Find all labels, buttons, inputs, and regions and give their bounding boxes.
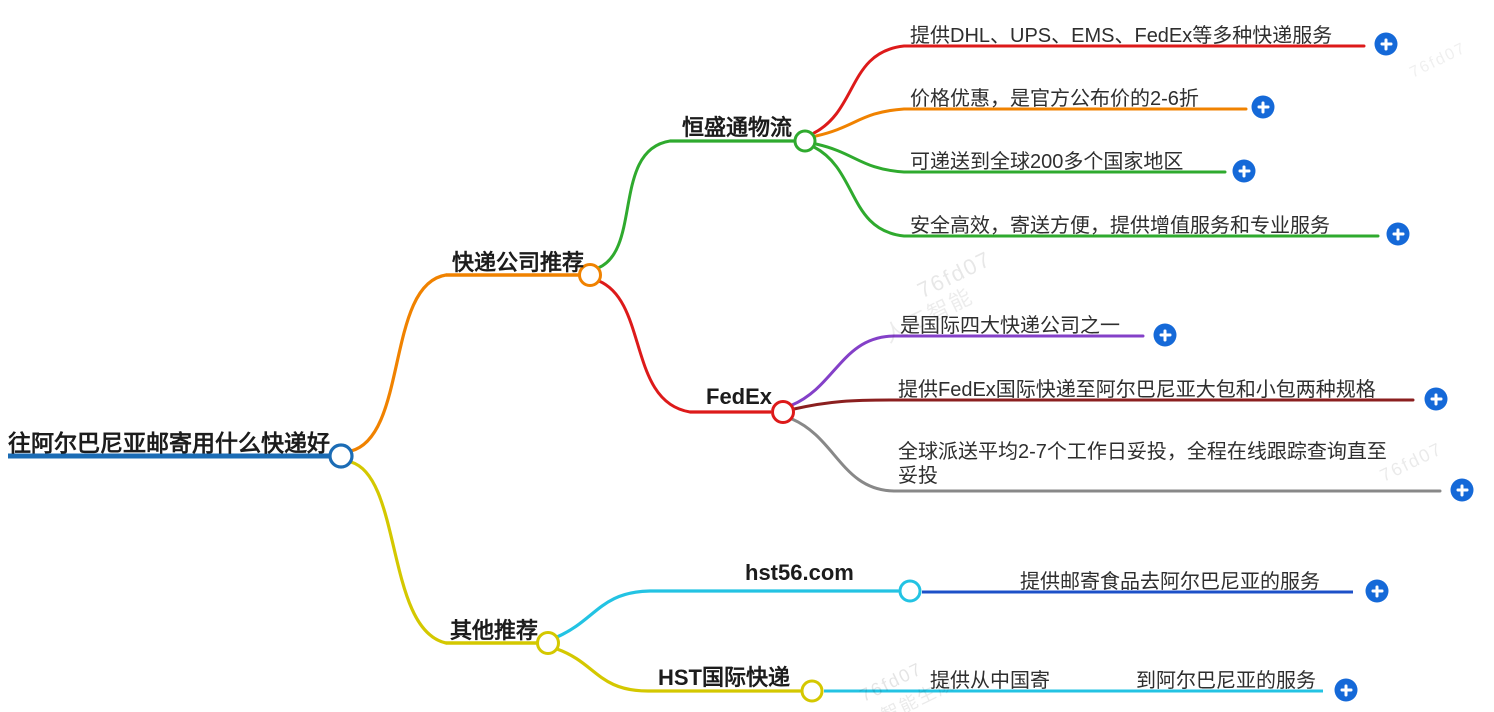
curve-others-to-hst-express	[555, 647, 802, 693]
root-node-circle[interactable]	[328, 443, 354, 469]
expand-plus-icon[interactable]	[1450, 478, 1474, 502]
leaf-line-safe-efficient	[812, 145, 1380, 238]
node-label-hst56[interactable]: hst56.com	[745, 560, 854, 585]
curve-express-to-hst-logistics	[596, 139, 672, 270]
node-label-hst-express[interactable]: HST国际快递	[658, 665, 791, 690]
curve-root-to-express	[349, 273, 448, 453]
curve-root-to-others	[349, 460, 448, 645]
expand-plus-icon[interactable]	[1232, 159, 1256, 183]
leaf-food-service[interactable]: 提供邮寄食品去阿尔巴尼亚的服务	[1020, 571, 1320, 593]
expand-plus-icon[interactable]	[1365, 579, 1389, 603]
expand-plus-icon[interactable]	[1424, 387, 1448, 411]
others-node-circle[interactable]	[536, 631, 560, 655]
curve-express-to-fedex	[597, 279, 692, 414]
node-label-others-recommend[interactable]: 其他推荐	[450, 618, 539, 643]
leaf-price-discount[interactable]: 价格优惠，是官方公布价的2-6折	[910, 88, 1199, 110]
leaf-china-albania-right: 到阿尔巴尼亚的服务	[1136, 670, 1316, 692]
hst-express-node-circle[interactable]	[800, 679, 824, 703]
expand-plus-icon[interactable]	[1251, 95, 1275, 119]
express-node-circle[interactable]	[578, 263, 602, 287]
leaf-big-four[interactable]: 是国际四大快递公司之一	[900, 315, 1120, 337]
leaf-line-big-four	[790, 334, 1145, 407]
fedex-node-circle[interactable]	[771, 400, 795, 424]
node-label-express-recommend[interactable]: 快递公司推荐	[452, 250, 585, 275]
hst-logistics-node-circle[interactable]	[793, 129, 817, 153]
leaf-china-albania[interactable]: 提供从中国寄 到阿尔巴尼亚的服务	[930, 664, 1316, 693]
root-node-label[interactable]: 往阿尔巴尼亚邮寄用什么快递好	[8, 430, 330, 456]
leaf-fedex-specs[interactable]: 提供FedEx国际快递至阿尔巴尼亚大包和小包两种规格	[898, 379, 1376, 401]
leaf-delivery-days[interactable]: 全球派送平均2-7个工作日妥投，全程在线跟踪查询直至妥投	[898, 441, 1387, 487]
expand-plus-icon[interactable]	[1374, 32, 1398, 56]
leaf-line-price-discount	[814, 107, 1248, 138]
leaf-line-dhl-services	[812, 44, 1366, 135]
leaf-china-albania-left: 提供从中国寄	[930, 670, 1050, 692]
node-label-fedex[interactable]: FedEx	[706, 384, 773, 409]
expand-plus-icon[interactable]	[1153, 323, 1177, 347]
curve-others-to-hst56	[555, 589, 900, 639]
leaf-dhl-services[interactable]: 提供DHL、UPS、EMS、FedEx等多种快递服务	[910, 25, 1333, 47]
leaf-line-fedex-specs	[792, 398, 1415, 411]
node-label-hst-logistics[interactable]: 恒盛通物流	[682, 115, 793, 140]
leaf-line-global-200	[814, 142, 1227, 174]
expand-plus-icon[interactable]	[1386, 222, 1410, 246]
hst56-node-circle[interactable]	[898, 579, 922, 603]
leaf-global-200[interactable]: 可递送到全球200多个国家地区	[910, 151, 1184, 173]
leaf-safe-efficient[interactable]: 安全高效，寄送方便，提供增值服务和专业服务	[910, 215, 1330, 237]
expand-plus-icon[interactable]	[1334, 678, 1358, 702]
leaf-line-delivery-days	[790, 417, 1442, 493]
